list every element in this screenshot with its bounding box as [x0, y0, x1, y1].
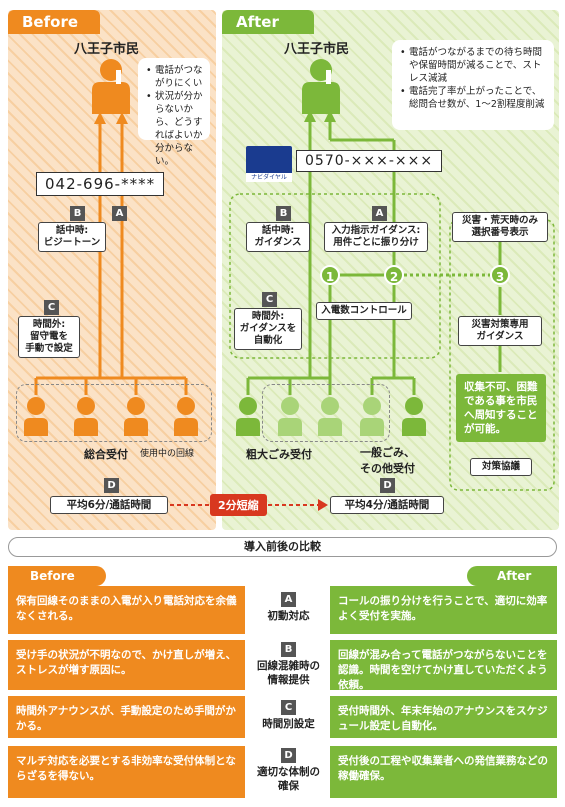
comparison-row-a-after: コールの振り分けを行うことで、適切に効率よく受付を実施。	[330, 586, 557, 634]
comparison-row-b-topic: B 回線混雑時の 情報提供	[247, 642, 330, 687]
comparison-row-c-topic: C 時間別設定	[247, 700, 330, 731]
after-note-2: 電話完了率が上がったことで、総問合せ数が、1〜2割程度削減	[400, 85, 548, 111]
after-avg-time: 平均4分/通話時間	[330, 496, 444, 514]
comparison-after-tab: After	[467, 566, 557, 586]
before-letter-d: D	[104, 478, 119, 493]
branch-1: 1	[320, 265, 340, 285]
branch-2: 2	[384, 265, 404, 285]
comparison-row-c-after: 受付時間外、年末年始のアナウンスをスケジュール設定し自動化。	[330, 696, 557, 738]
navi-dial-logo: ナビダイヤル	[246, 146, 292, 182]
comparison-row-d-topic: D 適切な体制の 確保	[247, 748, 330, 793]
after-note-1: 電話がつながるまでの待ち時間や保留時間が減ることで、ストレス減減	[400, 46, 548, 85]
before-note-2: 状況が分からないから、どうすればよいか分からない。	[146, 90, 204, 168]
before-avg-time: 平均6分/通話時間	[50, 496, 168, 514]
comparison-row-b-label: 回線混雑時の 情報提供	[257, 660, 320, 686]
comparison-before-tab: Before	[8, 566, 106, 586]
comparison-row-b-before: 受け手の状況が不明なので、かけ直しが増え、ストレスが増す原因に。	[8, 640, 245, 690]
citizen-phone-icon-after	[302, 59, 340, 114]
after-notes: 電話がつながるまでの待ち時間や保留時間が減ることで、ストレス減減 電話完了率が上…	[392, 40, 554, 130]
disaster-option-label: 災害・荒天時のみ 選択番号表示	[452, 212, 548, 242]
comparison-row-d: マルチ対応を必要とする非効率な受付体制とならざるを得ない。 D 適切な体制の 確…	[8, 746, 557, 798]
before-tab: Before	[8, 10, 100, 34]
before-letter-c: C	[44, 300, 59, 315]
comparison-row-a-topic: A 初動対応	[247, 592, 330, 623]
before-general-reception: 総合受付	[84, 448, 128, 461]
after-operator-group	[262, 384, 390, 442]
before-busy-label: 話中時: ビジートーン	[38, 222, 106, 252]
comparison-row-b-after: 回線が混み合って電話がつながらないことを認識。時間を空けてかけ直していただくよう…	[330, 640, 557, 691]
comparison-header: 導入前後の比較	[8, 537, 557, 557]
after-citizen-title: 八王子市民	[284, 42, 350, 57]
comparison-row-d-label: 適切な体制の 確保	[257, 766, 320, 792]
before-operator-icons	[24, 397, 198, 436]
after-letter-c: C	[262, 292, 277, 307]
policy-consultation: 対策協議	[470, 458, 532, 476]
comparison-row-a-letter: A	[281, 592, 296, 607]
reduction-badge: 2分短縮	[210, 494, 267, 516]
comparison-row-c-before: 時間外アナウンスが、手動設定のため手間がかかる。	[8, 696, 245, 738]
before-operator-group	[16, 384, 212, 442]
after-letter-b: B	[276, 206, 291, 221]
after-operator-icons	[236, 397, 426, 436]
comparison-row-d-letter: D	[281, 748, 296, 763]
branch-3: 3	[490, 265, 510, 285]
after-letter-a: A	[372, 206, 387, 221]
after-letter-d: D	[380, 478, 395, 493]
after-input-guidance: 入力指示ガイダンス: 用件ごとに振り分け	[324, 222, 428, 252]
bulky-waste-reception: 粗大ごみ受付	[246, 448, 312, 461]
navi-dial-logo-text: ナビダイヤル	[246, 173, 292, 182]
before-note-1: 電話がつながりにくい	[146, 64, 204, 90]
before-afterhours-label: 時間外: 留守電を 手動で設定	[18, 316, 80, 358]
after-afterhours-label: 時間外: ガイダンスを 自動化	[234, 308, 302, 350]
after-tab: After	[222, 10, 314, 34]
disaster-guidance-label: 災害対策専用 ガイダンス	[458, 316, 542, 346]
comparison-row-a-label: 初動対応	[267, 610, 310, 622]
disaster-note: 収集不可、困難である事を市民へ周知することが可能。	[456, 374, 546, 442]
call-volume-control: 入電数コントロール	[316, 302, 412, 320]
comparison-row-b: 受け手の状況が不明なので、かけ直しが増え、ストレスが増す原因に。 B 回線混雑時…	[8, 640, 557, 691]
after-busy-label: 話中時: ガイダンス	[246, 222, 310, 252]
comparison-row-d-after: 受付後の工程や収集業者への発信業務などの稼働確保。	[330, 746, 557, 798]
citizen-phone-icon	[92, 59, 130, 114]
after-phone-number: 0570-×××-×××	[296, 150, 443, 172]
general-waste-reception: 一般ごみ、 その他受付	[360, 446, 415, 475]
before-phone-number: 042-696-****	[36, 172, 165, 196]
comparison-row-a-before: 保有回線そのままの入電が入り電話対応を余儀なくされる。	[8, 586, 245, 634]
before-notes: 電話がつながりにくい 状況が分からないから、どうすればよいか分からない。	[138, 58, 210, 167]
before-letter-a: A	[112, 206, 127, 221]
comparison-row-d-before: マルチ対応を必要とする非効率な受付体制とならざるを得ない。	[8, 746, 245, 798]
comparison-row-a: 保有回線そのままの入電が入り電話対応を余儀なくされる。 A 初動対応 コールの振…	[8, 586, 557, 634]
comparison-row-c-label: 時間別設定	[262, 718, 315, 730]
before-letter-b: B	[70, 206, 85, 221]
comparison-row-c-letter: C	[281, 700, 296, 715]
before-citizen-title: 八王子市民	[74, 42, 140, 57]
comparison-row-c: 時間外アナウンスが、手動設定のため手間がかかる。 C 時間別設定 受付時間外、年…	[8, 696, 557, 738]
comparison-row-b-letter: B	[281, 642, 296, 657]
before-lines-in-use: 使用中の回線	[140, 449, 195, 459]
